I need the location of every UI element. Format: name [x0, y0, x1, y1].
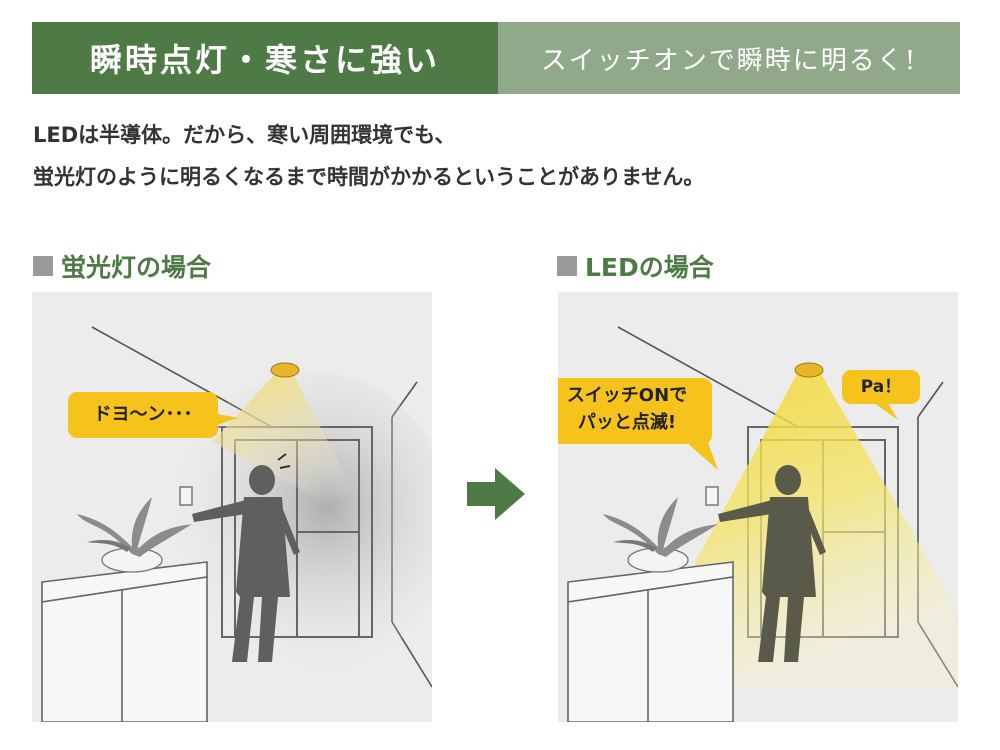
- person-silhouette-icon: [192, 465, 300, 662]
- ceiling-light-icon: [270, 362, 300, 378]
- left-case-title: 蛍光灯の場合: [33, 248, 211, 284]
- right-bubble-tail: [686, 442, 718, 470]
- wall-switch-icon: [179, 486, 193, 506]
- led-illustration: スイッチONで パッと点滅! Pa！: [558, 292, 958, 722]
- left-bubble-text: ドヨ～ン･･･: [93, 404, 193, 425]
- dim-light-beam: [212, 372, 372, 527]
- left-speech-bubble: ドヨ～ン･･･: [68, 392, 218, 438]
- right-arrow-icon: [467, 468, 525, 520]
- right-bubble-line-1: スイッチONで: [566, 385, 688, 406]
- description: LEDは半導体。だから、寒い周囲環境でも、 蛍光灯のように明るくなるまで時間がか…: [33, 114, 963, 198]
- pa-speech-bubble: Pa！: [842, 370, 920, 404]
- banner-title: 瞬時点灯・寒さに強い: [32, 22, 498, 94]
- right-bubble-line-2: パッと点滅!: [577, 412, 677, 433]
- description-line-2: 蛍光灯のように明るくなるまで時間がかかるということがありません。: [33, 165, 705, 189]
- header-banner: 瞬時点灯・寒さに強い スイッチオンで瞬時に明るく!: [32, 22, 960, 94]
- right-case-title-text: LEDの場合: [585, 253, 714, 282]
- right-speech-bubble: スイッチONで パッと点滅!: [558, 378, 712, 444]
- square-bullet-icon: [33, 256, 53, 276]
- person-silhouette-icon: [718, 465, 826, 662]
- banner-subtitle: スイッチオンで瞬時に明るく!: [498, 22, 960, 94]
- pa-bubble-text: Pa！: [860, 377, 902, 397]
- plant-icon: [603, 497, 718, 573]
- small-bubble-tail: [870, 400, 898, 420]
- description-line-1: LEDは半導体。だから、寒い周囲環境でも、: [33, 123, 456, 147]
- ceiling-light-icon: [794, 362, 824, 378]
- square-bullet-icon: [557, 256, 577, 276]
- left-case-title-text: 蛍光灯の場合: [61, 253, 212, 282]
- cabinet: [567, 561, 734, 722]
- fluorescent-illustration: ドヨ～ン･･･: [32, 292, 432, 722]
- cabinet: [41, 561, 208, 722]
- sweat-marks-icon: [277, 453, 291, 469]
- right-case-title: LEDの場合: [557, 248, 714, 284]
- plant-icon: [77, 497, 192, 573]
- wall-switch-icon: [705, 486, 719, 506]
